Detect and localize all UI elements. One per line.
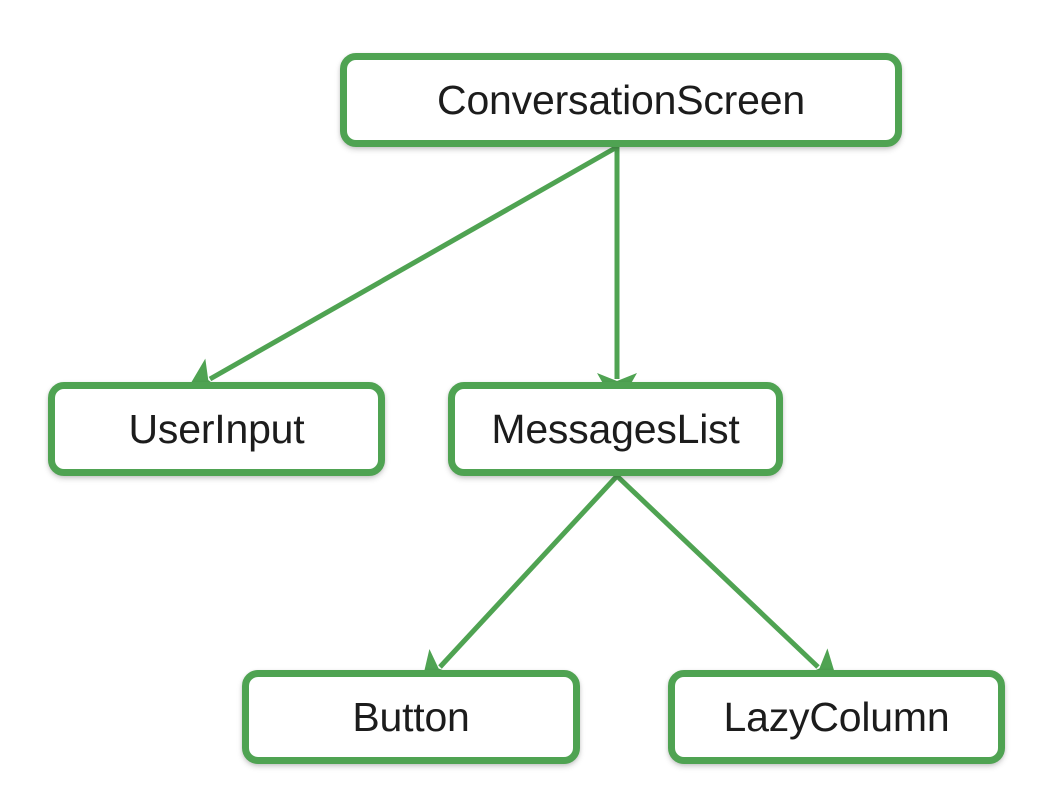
edge-messageslist-button (420, 474, 619, 689)
node-label: UserInput (128, 405, 305, 452)
node-label: Button (352, 693, 470, 740)
edge-conversationscreen-userinput (184, 144, 619, 394)
edge-messageslist-lazycolumn (615, 474, 840, 687)
node-button[interactable]: Button (242, 670, 580, 764)
node-lazycolumn[interactable]: LazyColumn (668, 670, 1005, 764)
node-label: MessagesList (491, 405, 740, 452)
node-messageslist[interactable]: MessagesList (448, 382, 783, 476)
node-label: LazyColumn (723, 693, 950, 740)
node-label: ConversationScreen (437, 76, 805, 123)
node-conversationscreen[interactable]: ConversationScreen (340, 53, 902, 147)
node-userinput[interactable]: UserInput (48, 382, 385, 476)
